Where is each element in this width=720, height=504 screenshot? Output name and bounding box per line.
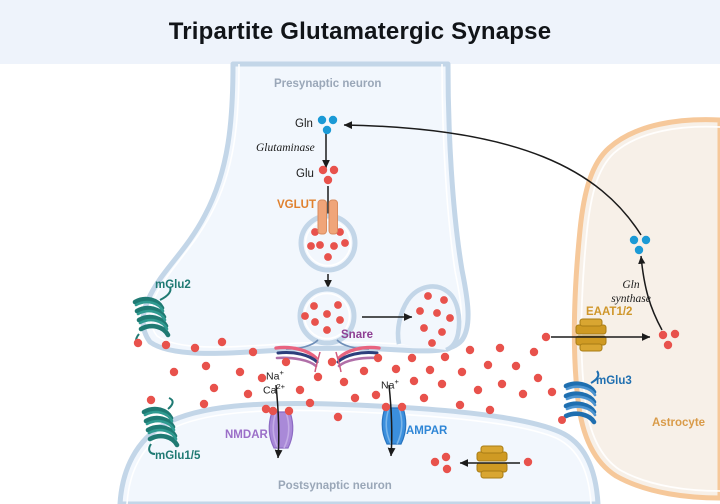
ampar-ion-flux-arrow (387, 384, 396, 457)
fusing-vesicle-glutamate-dots (416, 292, 454, 347)
gln-label-presynaptic: Gln (295, 118, 313, 130)
glutaminase-label: Glutaminase (256, 142, 315, 154)
postsynaptic-neuron-body (117, 400, 601, 504)
synaptic-vesicle-loading (298, 213, 358, 273)
astrocyte-body (571, 117, 720, 501)
vglut-transporter[interactable] (317, 199, 338, 235)
presynaptic-membrane-inner (149, 63, 463, 348)
nmdar-channel[interactable] (268, 406, 294, 449)
gln-synthase-label-line2: synthase (611, 293, 651, 305)
glutamate-bound-nmdar-1 (268, 406, 278, 416)
nmdar-ion-flux-arrow (274, 384, 283, 459)
mglu1-5-label: mGlu1/5 (155, 450, 201, 462)
glutamate-molecule-presynaptic (318, 165, 339, 185)
vglut-label: VGLUT (277, 199, 316, 211)
glutamate-bound-mglu2 (133, 338, 143, 348)
mglu2-label: mGlu2 (155, 279, 191, 291)
mglu1-5-receptor[interactable] (141, 395, 180, 455)
title-bar: Tripartite Glutamatergic Synapse (0, 0, 720, 64)
postsynaptic-glutamate-transporter[interactable] (476, 445, 508, 479)
snare-label: Snare (341, 329, 373, 341)
postsynaptic-neuron-label: Postsynaptic neuron (278, 480, 392, 492)
eaat-transporter[interactable] (575, 318, 607, 352)
gln-recycling-arrow (343, 121, 642, 236)
glutamate-bound-mglu3 (558, 416, 566, 424)
synaptic-vesicle-docked (297, 286, 357, 346)
glutamate-bound-ampar-1 (381, 402, 391, 412)
gln-synthase-label-line1: Gln (622, 279, 640, 291)
glutamine-molecule-astrocyte (629, 235, 651, 255)
glutamate-bound-nmdar-2 (284, 406, 294, 416)
glutamate-bound-ampar-2 (397, 402, 407, 412)
page-title: Tripartite Glutamatergic Synapse (168, 18, 552, 45)
gln-synthase-arrow (638, 255, 663, 331)
glutamine-molecule-presynaptic (317, 115, 338, 135)
mglu3-receptor[interactable] (558, 370, 600, 425)
glutamate-left-of-transporter (430, 452, 452, 474)
astrocyte-label: Astrocyte (652, 417, 706, 429)
ampar-na-label: Na+ (381, 377, 399, 392)
mglu3-label: mGlu3 (596, 375, 632, 387)
synaptic-cleft-glutamate (161, 337, 557, 422)
nmdar-label: NMDAR (225, 429, 268, 441)
ampar-channel[interactable] (381, 402, 407, 445)
nmdar-na-label: Na+ (266, 368, 284, 383)
eaat-label: EAAT1/2 (586, 306, 633, 318)
vesicle-glutamate-dots (307, 228, 349, 261)
glutamate-at-eaat (541, 332, 551, 342)
glutamate-bound-mglu1-5 (146, 395, 156, 405)
vesicle-glutamate-dots (301, 301, 344, 334)
nmdar-ca-label: Ca2+ (263, 382, 285, 397)
glutamate-molecule-astrocyte (658, 329, 680, 350)
mglu2-receptor[interactable] (132, 286, 172, 348)
glutamate-right-of-transporter (523, 457, 533, 467)
ampar-label: AMPAR (406, 425, 448, 437)
glu-label-presynaptic: Glu (296, 168, 314, 180)
presynaptic-neuron-label: Presynaptic neuron (274, 78, 382, 90)
